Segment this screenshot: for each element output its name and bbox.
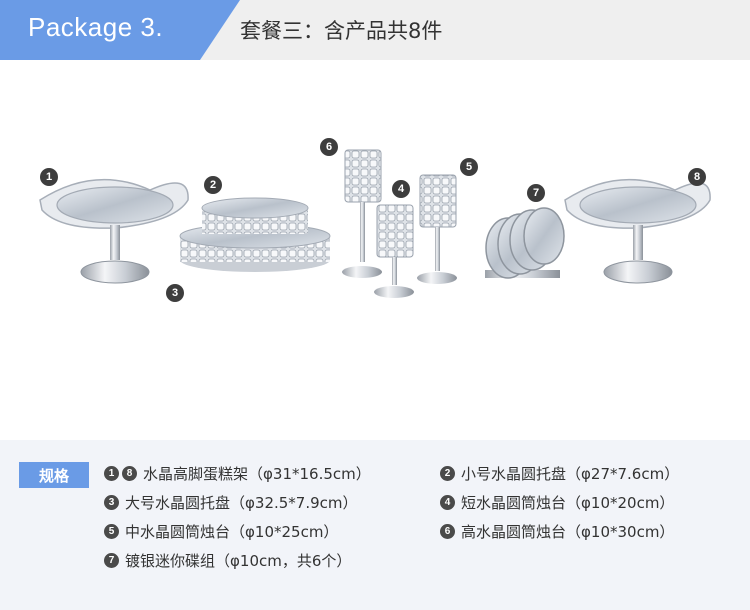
page-title: 套餐三：含产品共8件: [240, 19, 443, 43]
spec-text: 高水晶圆筒烛台（φ10*30cm）: [461, 523, 675, 541]
spec-item-6: 6 高水晶圆筒烛台（φ10*30cm）: [440, 521, 674, 542]
marker-4: 4: [392, 180, 410, 198]
cake-stand-left: [39, 178, 189, 284]
spec-badge: 4: [440, 495, 455, 510]
marker-3: 3: [166, 284, 184, 302]
spec-badge: 8: [122, 466, 137, 481]
spec-badge: 2: [440, 466, 455, 481]
marker-1: 1: [40, 168, 58, 186]
spec-item-2: 2 小号水晶圆托盘（φ27*7.6cm）: [440, 463, 679, 484]
header-bar: Package 3. 套餐三：含产品共8件: [0, 0, 750, 60]
product-illustration: [39, 149, 711, 298]
spec-label: 规格: [19, 462, 89, 488]
marker-8: 8: [688, 168, 706, 186]
spec-badge: 7: [104, 553, 119, 568]
spec-badge: 6: [440, 524, 455, 539]
marker-7: 7: [527, 184, 545, 202]
marker-5: 5: [460, 158, 478, 176]
spec-text: 镀银迷你碟组（φ10cm，共6个）: [125, 552, 352, 570]
spec-text: 大号水晶圆托盘（φ32.5*7.9cm）: [125, 494, 358, 512]
spec-item-5: 5 中水晶圆筒烛台（φ10*25cm）: [104, 521, 338, 542]
package-tab-label: Package 3.: [28, 12, 164, 42]
mini-plate-set: [485, 207, 565, 279]
spec-item-4: 4 短水晶圆筒烛台（φ10*20cm）: [440, 492, 674, 513]
package-tab-shape: [0, 0, 240, 60]
spec-panel: 规格 1 8 水晶高脚蛋糕架（φ31*16.5cm） 2 小号水晶圆托盘（φ27…: [0, 440, 750, 610]
spec-text: 短水晶圆筒烛台（φ10*20cm）: [461, 494, 675, 512]
spec-item-7: 7 镀银迷你碟组（φ10cm，共6个）: [104, 550, 351, 571]
candle-holder-medium: [417, 174, 457, 284]
candle-holder-short: [374, 204, 414, 298]
cake-stand-right: [564, 178, 711, 284]
marker-6: 6: [320, 138, 338, 156]
spec-text: 中水晶圆筒烛台（φ10*25cm）: [125, 523, 339, 541]
crystal-trays: [179, 197, 331, 272]
spec-item-3: 3 大号水晶圆托盘（φ32.5*7.9cm）: [104, 492, 358, 513]
spec-text: 小号水晶圆托盘（φ27*7.6cm）: [461, 465, 680, 483]
product-scene: 1 2 3 4 5 6 7 8: [0, 60, 750, 440]
candle-holder-tall: [342, 149, 382, 278]
spec-item-1-8: 1 8 水晶高脚蛋糕架（φ31*16.5cm）: [104, 463, 371, 484]
spec-badge: 3: [104, 495, 119, 510]
spec-badge: 1: [104, 466, 119, 481]
spec-badge: 5: [104, 524, 119, 539]
marker-2: 2: [204, 176, 222, 194]
package-tab: Package 3.: [0, 0, 240, 60]
spec-text: 水晶高脚蛋糕架（φ31*16.5cm）: [143, 465, 371, 483]
